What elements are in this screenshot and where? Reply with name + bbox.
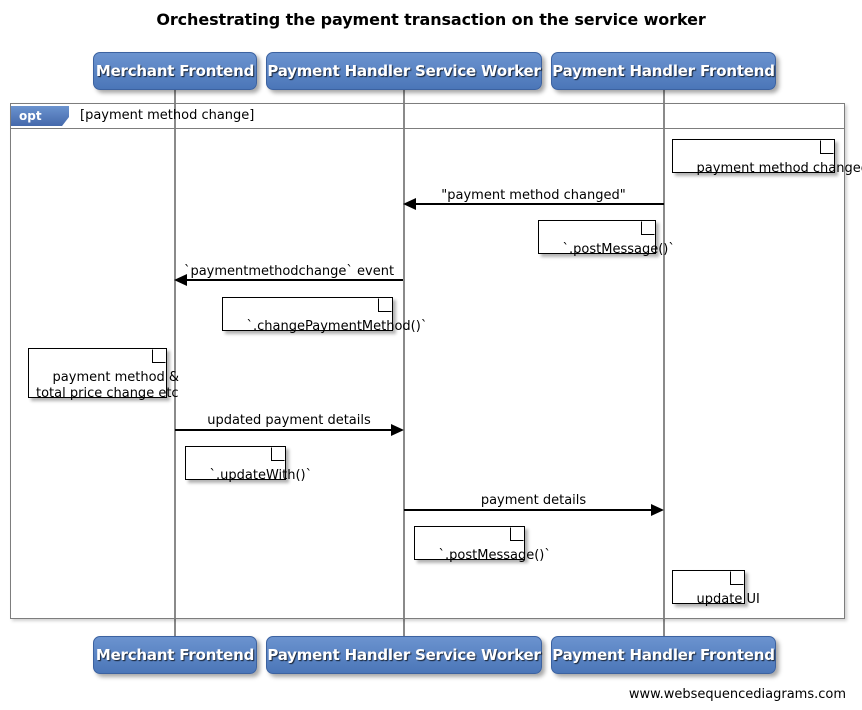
fragment-header-divider <box>11 128 844 129</box>
message-arrowhead-payment-details <box>651 504 664 516</box>
participant-payment-handler-service-worker-bottom[interactable]: Payment Handler Service Worker <box>266 636 542 674</box>
participant-payment-handler-frontend-bottom[interactable]: Payment Handler Frontend <box>551 636 776 674</box>
participant-merchant-frontend-bottom[interactable]: Merchant Frontend <box>93 636 257 674</box>
note-text: payment method & total price change etc <box>36 370 180 401</box>
note-fold-mask <box>379 298 392 311</box>
lifeline-payment-handler-frontend <box>663 90 665 636</box>
participant-label: Payment Handler Service Worker <box>267 646 541 664</box>
participant-payment-handler-frontend-top[interactable]: Payment Handler Frontend <box>551 52 776 90</box>
note-fold-mask <box>153 349 166 362</box>
participant-label: Payment Handler Frontend <box>552 62 775 80</box>
note-post-message-2: `.postMessage()` <box>414 526 551 563</box>
note-fold-icon <box>152 349 166 363</box>
participant-label: Merchant Frontend <box>95 646 255 664</box>
note-text: `.postMessage()` <box>562 242 675 257</box>
fragment-guard-label: [payment method change] <box>80 108 255 123</box>
message-label-payment-details: payment details <box>480 493 587 508</box>
fragment-opt <box>10 103 845 619</box>
note-payment-method-total-price: payment method & total price change etc <box>28 348 179 401</box>
message-arrowhead-paymentmethodchange-event <box>174 274 187 286</box>
page-title: Orchestrating the payment transaction on… <box>156 10 706 29</box>
note-fold-icon <box>510 527 524 541</box>
note-post-message-1: `.postMessage()` <box>538 220 675 257</box>
note-update-with: `.updateWith()` <box>185 446 312 483</box>
note-fold-icon <box>820 140 834 154</box>
note-fold-icon <box>271 447 285 461</box>
message-line-payment-details <box>404 509 652 511</box>
note-fold-mask <box>511 527 524 540</box>
message-line-payment-method-changed <box>415 203 664 205</box>
note-update-ui: update UI <box>672 570 760 607</box>
note-fold-icon <box>378 298 392 312</box>
note-fold-mask <box>731 571 744 584</box>
participant-label: Payment Handler Frontend <box>552 646 775 664</box>
message-label-payment-method-changed: "payment method changed" <box>441 188 626 203</box>
note-text: `.updateWith()` <box>209 468 313 483</box>
note-fold-icon <box>641 221 655 235</box>
note-fold-mask <box>642 221 655 234</box>
fragment-operator-tag: opt <box>11 106 69 126</box>
note-change-payment-method: `.changePaymentMethod()` <box>222 297 427 334</box>
message-label-updated-payment-details: updated payment details <box>207 413 371 428</box>
note-payment-method-changed: payment method changed <box>672 139 862 176</box>
note-fold-mask <box>821 140 834 153</box>
note-text: `.changePaymentMethod()` <box>246 319 428 334</box>
message-line-updated-payment-details <box>175 429 392 431</box>
participant-label: Payment Handler Service Worker <box>267 62 541 80</box>
message-label-paymentmethodchange-event: `paymentmethodchange` event <box>183 264 395 279</box>
message-arrowhead-updated-payment-details <box>391 424 404 436</box>
note-text: payment method changed <box>696 161 862 176</box>
note-text: `.postMessage()` <box>438 548 551 563</box>
note-fold-icon <box>730 571 744 585</box>
message-arrowhead-payment-method-changed <box>403 198 416 210</box>
participant-payment-handler-service-worker-top[interactable]: Payment Handler Service Worker <box>266 52 542 90</box>
footer-url[interactable]: www.websequencediagrams.com <box>628 687 846 702</box>
note-fold-mask <box>272 447 285 460</box>
note-text: update UI <box>696 592 760 607</box>
lifeline-payment-handler-service-worker <box>403 90 405 636</box>
participant-label: Merchant Frontend <box>95 62 255 80</box>
lifeline-merchant-frontend <box>174 90 176 636</box>
message-line-paymentmethodchange-event <box>186 279 403 281</box>
participant-merchant-frontend-top[interactable]: Merchant Frontend <box>93 52 257 90</box>
